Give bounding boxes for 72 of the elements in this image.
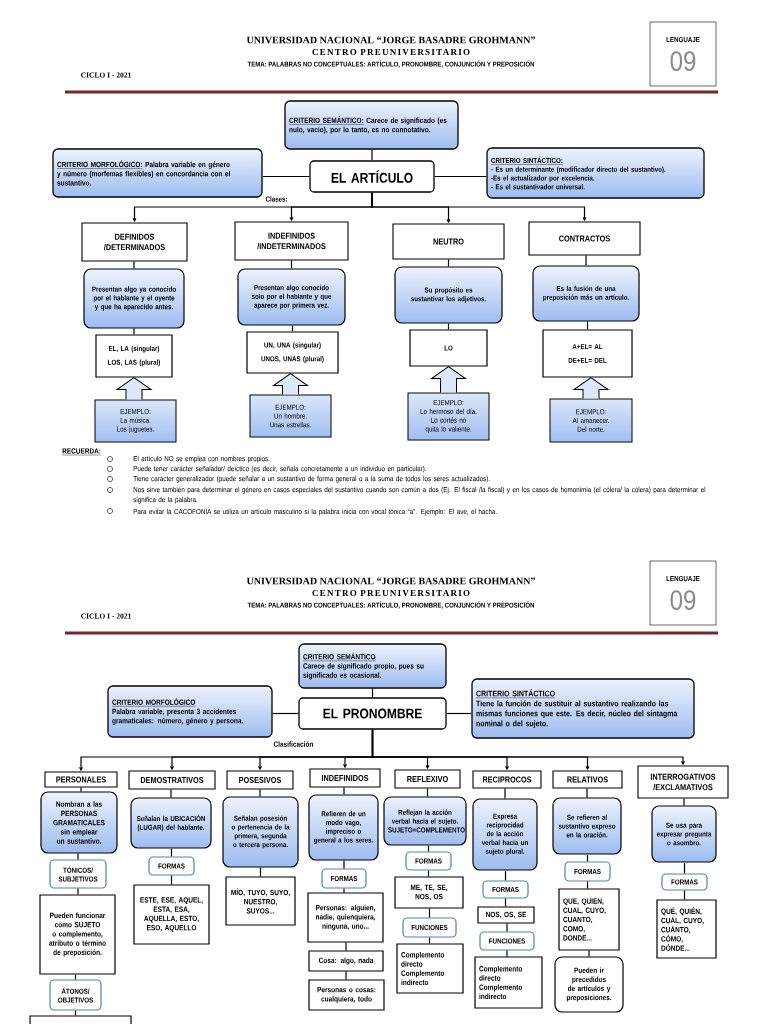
header-title: UNIVERSIDAD NACIONAL “JORGE BASADRE GROHMANN” (246, 577, 535, 585)
class-box: DEFINIDOS /DETERMINADOS (81, 222, 188, 262)
connector-line (428, 908, 431, 918)
connector-line (290, 259, 293, 269)
connector-line (504, 898, 507, 907)
connector-line (683, 862, 686, 874)
connector-line (262, 175, 310, 178)
connector-line (291, 325, 294, 332)
connector-line (371, 688, 374, 698)
connector-line (586, 787, 588, 798)
class-box: POSESIVOS (226, 770, 294, 790)
connector-line (74, 974, 77, 980)
class-box: DEMOSTRATIVOS (128, 770, 216, 790)
header-subtitle: CENTRO PREUNIVERSITARIO (312, 589, 470, 597)
connector-line (371, 149, 373, 161)
title-box: EL ARTÍCULO (309, 160, 435, 193)
class-box: CONTRACTOS (528, 221, 641, 256)
connector-line (427, 870, 430, 877)
connector-line (683, 797, 685, 806)
header-title: UNIVERSIDAD NACIONAL “JORGE BASADRE GROHMANN” (246, 36, 535, 44)
header-subtitle: CENTRO PREUNIVERSITARIO (312, 48, 470, 56)
connector-line (426, 787, 429, 797)
connector-line (170, 788, 172, 798)
class-box: NEUTRO (392, 223, 505, 260)
connector-line (77, 853, 79, 860)
connector-line (447, 323, 450, 330)
connector-line (259, 867, 262, 877)
connector-line (343, 888, 345, 893)
connector-line (345, 942, 347, 951)
connector-line (585, 254, 587, 266)
empty-box (29, 1015, 132, 1024)
arrow (371, 192, 587, 221)
connector-line (74, 1010, 77, 1016)
connector-line (345, 971, 347, 980)
class-box: INTERROGATIVOS /EXCLAMATIVOS (637, 765, 729, 799)
block-arrow (273, 373, 308, 395)
block-arrow (116, 377, 152, 400)
connector-line (506, 950, 508, 957)
connector-line (434, 175, 487, 178)
connector-line (504, 870, 507, 881)
class-box: INDEFINIDOS (309, 768, 381, 788)
connector-line (170, 875, 173, 885)
arrow (371, 729, 685, 765)
connector-line (506, 923, 508, 932)
block-arrow (573, 377, 609, 399)
connector-line (170, 848, 173, 857)
connector-line (446, 712, 472, 715)
connector-line (683, 890, 686, 900)
criterion-box: CRITERIO SINTÁCTICO Tiene la función de sustituir al sustantivo realizando las mismas funciones que este. Es decir, núcleo del sintagma nominal o del sujeto. (471, 678, 695, 739)
connector-line (77, 888, 79, 895)
connector-line (272, 712, 299, 715)
connector-line (586, 854, 589, 862)
connector-line (588, 950, 590, 957)
connector-line (133, 328, 135, 335)
connector-line (343, 786, 345, 795)
block-arrow (431, 366, 466, 393)
connector-line (428, 937, 431, 944)
connector-line (133, 260, 135, 269)
connector-line (586, 881, 589, 889)
class-box: RELATIVOS (552, 770, 623, 789)
connector-line (504, 787, 506, 799)
class-box: INDEFINIDOS /INDETERMINADOS (234, 221, 349, 261)
title-box: EL PRONOMBRE (298, 697, 447, 730)
connector-line (427, 845, 430, 852)
connector-line (343, 860, 345, 869)
connector-line (259, 788, 261, 797)
connector-line (80, 786, 82, 792)
connector-line (447, 258, 450, 267)
class-box: PERSONALES (44, 771, 118, 788)
class-box: RECIPROCOS (472, 770, 542, 789)
connector-line (586, 321, 589, 330)
class-box: REFLEXIVO (394, 769, 461, 789)
